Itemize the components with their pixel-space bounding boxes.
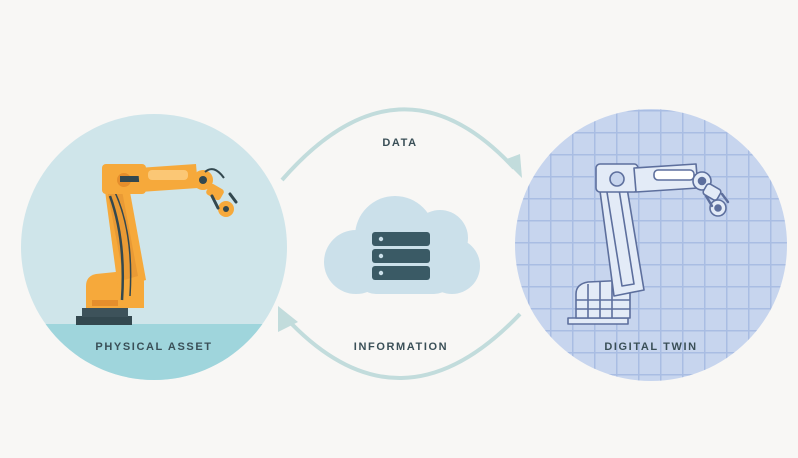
robot-arm-icon [76, 164, 238, 325]
digital-twin-label: DIGITAL TWIN [604, 341, 698, 353]
wireframe-robot-arm-icon [567, 163, 730, 325]
server-stack-icon [372, 232, 430, 280]
arrow-right-icon [280, 107, 522, 182]
physical-asset-label: PHYSICAL ASSET [95, 341, 213, 353]
information-label: INFORMATION [353, 341, 449, 353]
physical-asset-circle [21, 114, 287, 380]
floor [21, 324, 287, 380]
data-label: DATA [382, 137, 418, 149]
arrow-left-icon [278, 306, 522, 380]
